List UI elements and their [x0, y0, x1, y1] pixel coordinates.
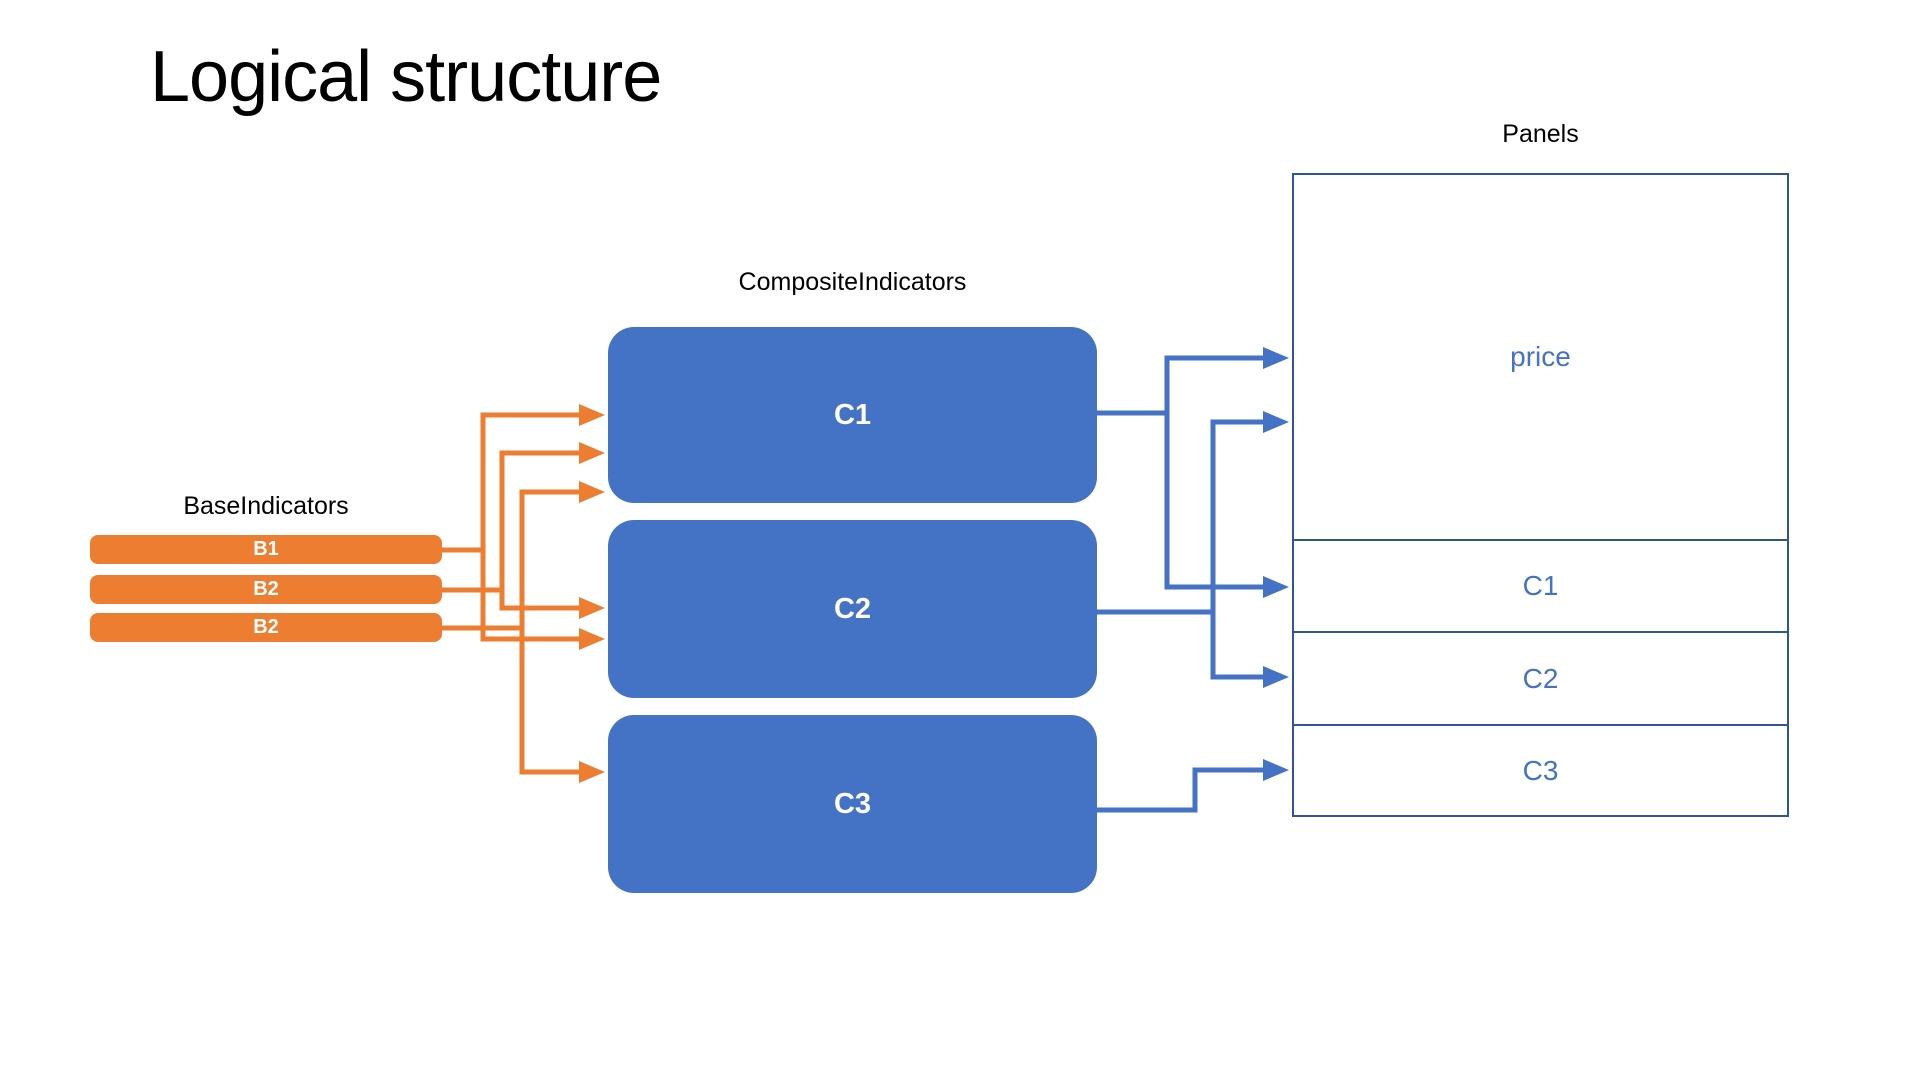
- composite-indicator-c1-label: C1: [833, 398, 872, 431]
- edge-c1-price-arrow: [1095, 347, 1289, 416]
- panel-row-c1: C1: [1294, 539, 1787, 631]
- composite-indicator-c2-label: C2: [833, 592, 872, 625]
- edge-c1-panel-arrow: [1164, 413, 1289, 598]
- panels-label: Panels: [1502, 120, 1579, 148]
- base-indicator-b2-label: B2: [253, 578, 279, 600]
- composite-indicator-c3: C3: [608, 715, 1097, 893]
- base-indicators-label: BaseIndicators: [183, 492, 349, 520]
- edge-b1-c2-arrow: [480, 550, 605, 650]
- panel-row-price-label: price: [1510, 341, 1571, 372]
- composite-indicator-c2: C2: [608, 520, 1097, 698]
- base-indicator-b2-duplicate-label: B2: [253, 616, 279, 638]
- panel-row-c2: C2: [1294, 631, 1787, 724]
- edge-b2b-c3-arrow: [519, 628, 605, 783]
- edge-c2-price-arrow: [1095, 411, 1289, 615]
- edge-c2-panel-arrow: [1210, 612, 1289, 688]
- base-indicator-b1: B1: [90, 535, 442, 564]
- panel-row-price: price: [1294, 175, 1787, 539]
- panels-box: price C1 C2 C3: [1292, 173, 1789, 817]
- panel-row-c2-label: C2: [1522, 662, 1559, 694]
- composite-indicator-c1: C1: [608, 327, 1097, 503]
- base-indicator-b2: B2: [90, 575, 442, 604]
- edge-b2a-c1-arrow: [442, 442, 605, 593]
- panel-row-c1-label: C1: [1522, 570, 1559, 601]
- edge-c3-panel-arrow: [1095, 759, 1289, 813]
- composite-indicators-label: CompositeIndicators: [738, 268, 967, 296]
- base-indicator-b2-duplicate: B2: [90, 613, 442, 642]
- edge-b2b-c1-arrow: [442, 481, 605, 631]
- panel-row-c3: C3: [1294, 724, 1787, 815]
- page-title: Logical structure: [150, 37, 662, 117]
- edge-b1-c1-arrow: [442, 404, 605, 553]
- panel-row-c3-label: C3: [1522, 754, 1559, 786]
- edge-b2a-c2-arrow: [499, 590, 605, 619]
- composite-indicator-c3-label: C3: [833, 787, 872, 820]
- base-indicator-b1-label: B1: [253, 538, 279, 560]
